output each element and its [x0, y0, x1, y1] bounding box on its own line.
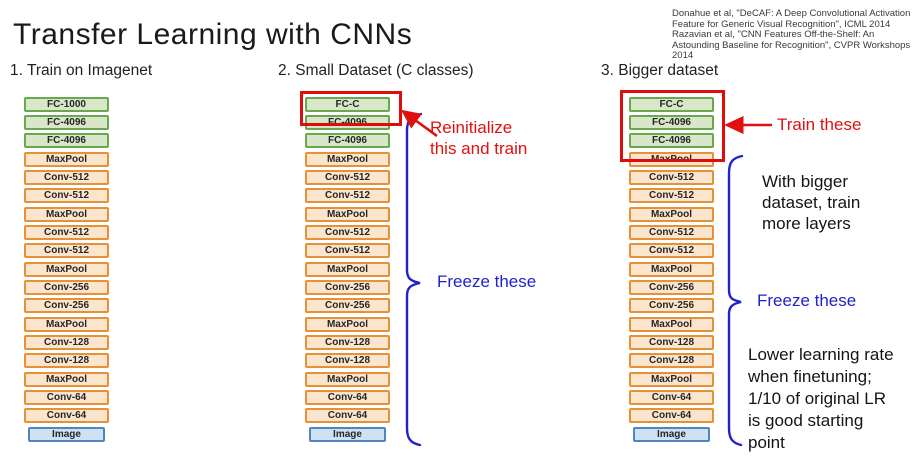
citation-text: Donahue et al, "DeCAF: A Deep Convolutio…: [672, 8, 911, 62]
layer-box-conv-512: Conv-512: [24, 243, 109, 258]
layer-box-conv-512: Conv-512: [305, 243, 390, 258]
layer-box-fc-4096: FC-4096: [629, 115, 714, 130]
layer-box-maxpool: MaxPool: [24, 317, 109, 332]
lower-learning-rate-note: Lower learning rate when finetuning; 1/1…: [748, 345, 894, 452]
layer-group: Image: [305, 427, 390, 442]
layer-box-conv-512: Conv-512: [305, 188, 390, 203]
layer-box-maxpool: MaxPool: [305, 152, 390, 167]
layer-box-conv-256: Conv-256: [629, 298, 714, 313]
layer-box-conv-256: Conv-256: [305, 280, 390, 295]
layer-box-conv-64: Conv-64: [24, 408, 109, 423]
layer-box-maxpool: MaxPool: [629, 262, 714, 277]
column-heading-train-imagenet: 1. Train on Imagenet: [10, 62, 153, 79]
red-highlight-box-fc-c: [300, 91, 402, 126]
layer-box-fc-4096: FC-4096: [629, 133, 714, 148]
layer-box-conv-128: Conv-128: [24, 335, 109, 350]
reinitialize-annotation: Reinitialize this and train: [430, 118, 528, 158]
layer-box-maxpool: MaxPool: [305, 262, 390, 277]
layer-box-conv-256: Conv-256: [24, 280, 109, 295]
layer-box-maxpool: MaxPool: [305, 372, 390, 387]
layer-box-conv-512: Conv-512: [629, 243, 714, 258]
freeze-brace-bigger-dataset: [727, 154, 744, 447]
layer-box-conv-512: Conv-512: [629, 188, 714, 203]
layer-box-maxpool: MaxPool: [629, 317, 714, 332]
layer-box-maxpool: MaxPool: [629, 372, 714, 387]
layer-box-image: Image: [28, 427, 105, 442]
layer-box-conv-256: Conv-256: [629, 280, 714, 295]
layer-box-fc-1000: FC-1000: [24, 97, 109, 112]
layer-box-conv-128: Conv-128: [629, 335, 714, 350]
freeze-brace-small-dataset: [405, 112, 423, 447]
column-heading-small-dataset: 2. Small Dataset (C classes): [278, 62, 474, 79]
column-heading-bigger-dataset: 3. Bigger dataset: [601, 62, 719, 79]
layer-box-conv-256: Conv-256: [24, 298, 109, 313]
layer-box-conv-128: Conv-128: [629, 353, 714, 368]
layer-box-fc-4096: FC-4096: [24, 115, 109, 130]
layer-box-conv-512: Conv-512: [24, 188, 109, 203]
layer-box-conv-64: Conv-64: [629, 390, 714, 405]
layer-box-fc-4096: FC-4096: [305, 115, 390, 130]
layer-box-fc-c: FC-C: [629, 97, 714, 112]
layer-box-maxpool: MaxPool: [24, 207, 109, 222]
layer-group: Image: [24, 427, 109, 442]
layer-box-conv-128: Conv-128: [305, 353, 390, 368]
layer-box-conv-256: Conv-256: [305, 298, 390, 313]
layer-box-maxpool: MaxPool: [24, 372, 109, 387]
layer-box-maxpool: MaxPool: [305, 207, 390, 222]
layer-box-conv-64: Conv-64: [24, 390, 109, 405]
layer-box-conv-128: Conv-128: [305, 335, 390, 350]
freeze-annotation-bigger-dataset: Freeze these: [757, 291, 857, 310]
layer-box-conv-128: Conv-128: [24, 353, 109, 368]
red-highlight-box-fc-layers: [620, 90, 725, 162]
layer-box-maxpool: MaxPool: [629, 207, 714, 222]
layer-box-conv-64: Conv-64: [629, 408, 714, 423]
layer-box-fc-4096: FC-4096: [305, 133, 390, 148]
layer-box-maxpool: MaxPool: [305, 317, 390, 332]
layer-box-conv-512: Conv-512: [629, 170, 714, 185]
layer-group: Image: [629, 427, 714, 442]
layer-box-conv-512: Conv-512: [629, 225, 714, 240]
layer-box-conv-512: Conv-512: [24, 225, 109, 240]
freeze-annotation-small-dataset: Freeze these: [437, 272, 537, 291]
layer-box-fc-c: FC-C: [305, 97, 390, 112]
layer-box-image: Image: [309, 427, 386, 442]
page-title: Transfer Learning with CNNs: [13, 18, 413, 51]
bigger-dataset-note: With bigger dataset, train more layers: [762, 172, 861, 233]
layer-box-image: Image: [633, 427, 710, 442]
layer-box-conv-512: Conv-512: [24, 170, 109, 185]
layer-box-fc-4096: FC-4096: [24, 133, 109, 148]
layer-box-conv-512: Conv-512: [305, 170, 390, 185]
layer-box-maxpool: MaxPool: [24, 152, 109, 167]
layer-box-conv-64: Conv-64: [305, 390, 390, 405]
layer-box-maxpool: MaxPool: [24, 262, 109, 277]
train-these-annotation: Train these: [777, 115, 862, 134]
layer-box-conv-512: Conv-512: [305, 225, 390, 240]
layer-box-conv-64: Conv-64: [305, 408, 390, 423]
